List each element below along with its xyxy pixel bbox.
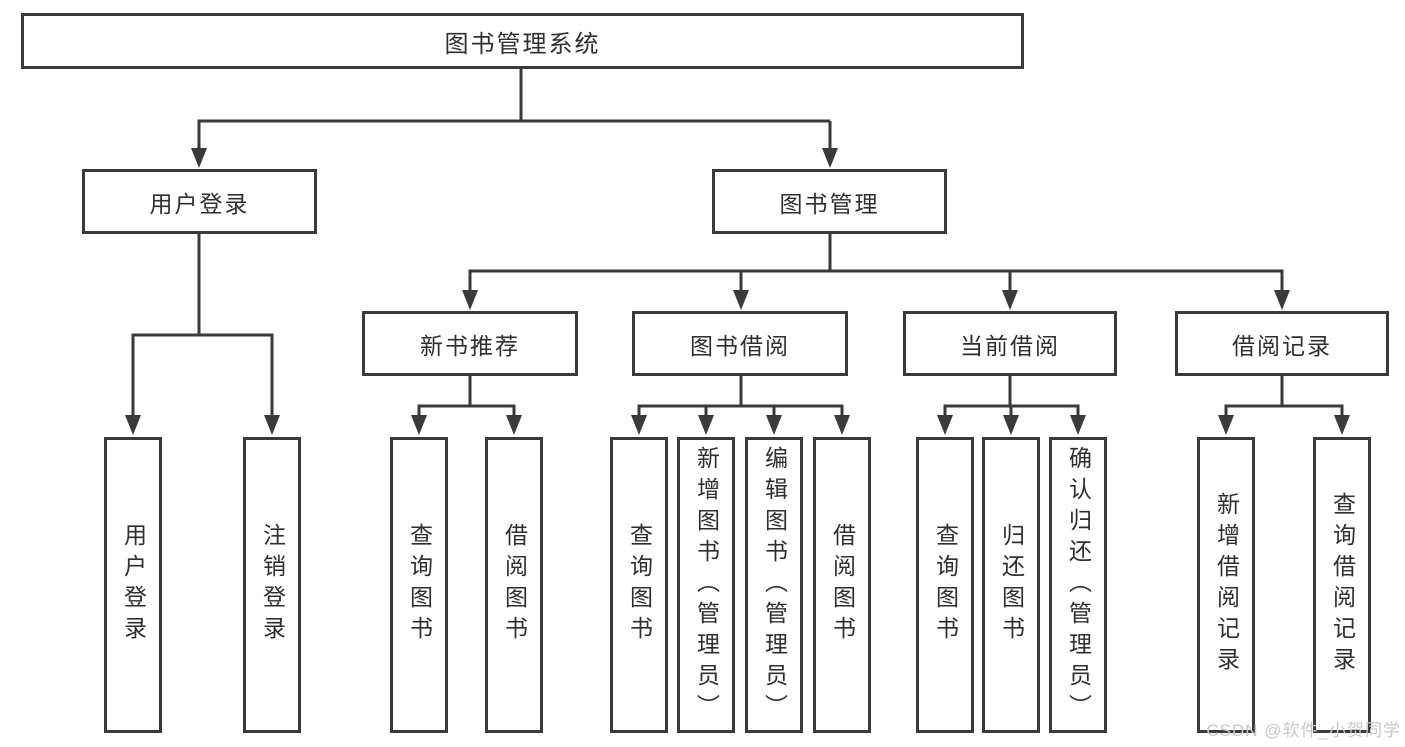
leaf-add-books-admin: 新增图书（管理员） xyxy=(677,437,735,733)
leaf-query-books-borrow-label: 查询图书 xyxy=(626,523,653,647)
leaf-confirm-return-admin-label: 确认归还（管理员） xyxy=(1065,445,1092,725)
leaf-confirm-return-admin: 确认归还（管理员） xyxy=(1049,437,1107,733)
leaf-logout-login-label: 注销登录 xyxy=(259,523,286,647)
node-user-login: 用户登录 xyxy=(82,169,317,234)
leaf-query-borrow-record-label: 查询借阅记录 xyxy=(1329,492,1356,678)
connector-arrowheads xyxy=(125,148,1350,435)
leaf-borrow-books-newbook: 借阅图书 xyxy=(485,437,543,733)
leaf-borrow-books-newbook-label: 借阅图书 xyxy=(501,523,528,647)
node-book-borrowing-label: 图书借阅 xyxy=(690,332,790,359)
leaf-logout-login: 注销登录 xyxy=(243,437,301,733)
leaf-add-books-admin-label: 新增图书（管理员） xyxy=(693,445,720,725)
watermark-csdn: CSDN @软件_小贺同学 xyxy=(1206,721,1401,740)
leaf-add-borrow-record-label: 新增借阅记录 xyxy=(1213,492,1240,678)
node-book-management-label: 图书管理 xyxy=(779,190,880,217)
node-book-borrowing: 图书借阅 xyxy=(632,311,848,376)
leaf-edit-books-admin: 编辑图书（管理员） xyxy=(745,437,803,733)
node-new-book-recommendation-label: 新书推荐 xyxy=(420,332,520,359)
leaf-user-login-label: 用户登录 xyxy=(120,523,147,647)
leaf-query-books-borrow: 查询图书 xyxy=(610,437,668,733)
node-current-borrowing: 当前借阅 xyxy=(903,311,1117,376)
node-book-management: 图书管理 xyxy=(712,169,947,234)
leaf-query-books-current-label: 查询图书 xyxy=(932,523,959,647)
leaf-query-borrow-record: 查询借阅记录 xyxy=(1313,437,1371,733)
node-borrowing-records-label: 借阅记录 xyxy=(1232,332,1332,359)
leaf-return-books-label: 归还图书 xyxy=(998,523,1025,647)
leaf-query-books-newbook-label: 查询图书 xyxy=(406,523,433,647)
leaf-query-books-current: 查询图书 xyxy=(916,437,974,733)
leaf-return-books: 归还图书 xyxy=(982,437,1040,733)
node-new-book-recommendation: 新书推荐 xyxy=(362,311,578,376)
node-library-management-system: 图书管理系统 xyxy=(21,13,1024,69)
leaf-edit-books-admin-label: 编辑图书（管理员） xyxy=(761,445,788,725)
leaf-query-books-newbook: 查询图书 xyxy=(390,437,448,733)
node-user-login-label: 用户登录 xyxy=(149,190,250,217)
leaf-borrow-books-borrow-label: 借阅图书 xyxy=(829,523,856,647)
node-current-borrowing-label: 当前借阅 xyxy=(960,332,1060,359)
node-library-management-system-label: 图书管理系统 xyxy=(444,30,601,58)
leaf-add-borrow-record: 新增借阅记录 xyxy=(1197,437,1255,733)
leaf-user-login: 用户登录 xyxy=(104,437,162,733)
node-borrowing-records: 借阅记录 xyxy=(1175,311,1389,376)
leaf-borrow-books-borrow: 借阅图书 xyxy=(813,437,871,733)
